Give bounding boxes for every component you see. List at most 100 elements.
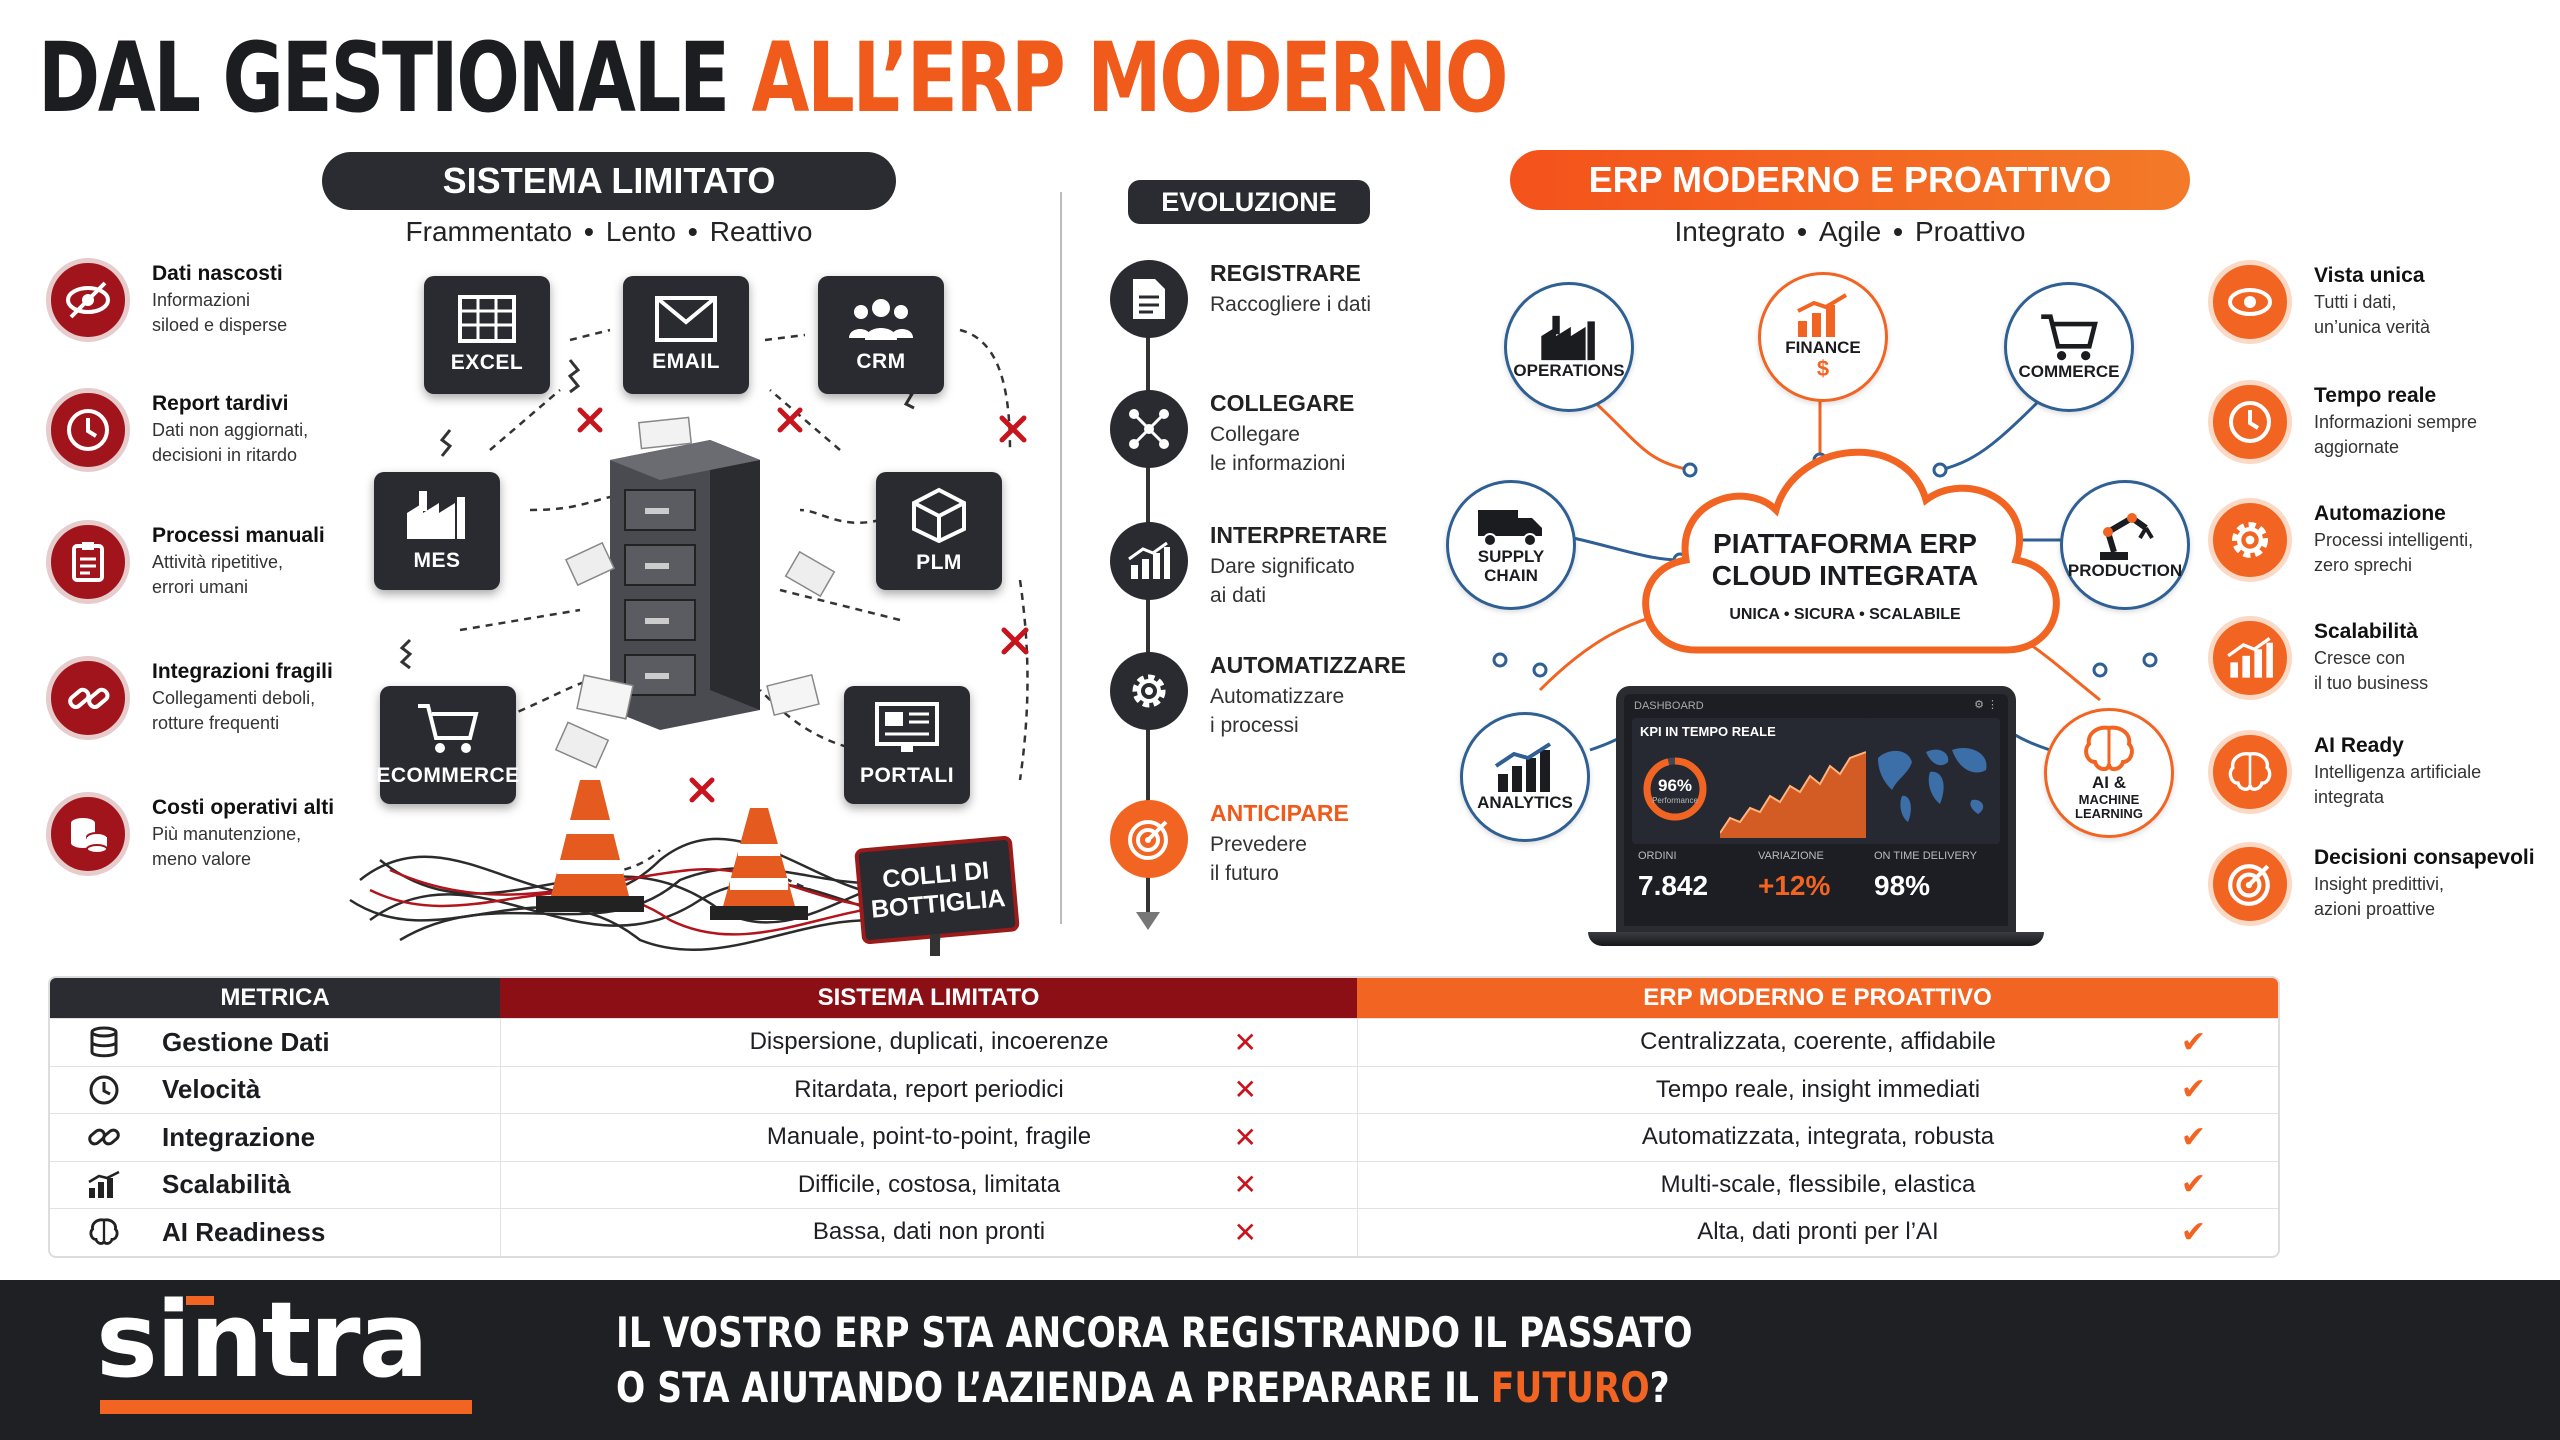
laptop-screen: DASHBOARD ⚙ ⋮ KPI IN TEMPO REALE 96% Per… <box>1616 686 2016 934</box>
table-row: Gestione Dati Dispersione, duplicati, in… <box>50 1018 2278 1066</box>
modern-value: Automatizzata, integrata, robusta <box>1641 1123 1995 1151</box>
node-label: AI & <box>2092 773 2126 793</box>
document-icon <box>1110 260 1188 338</box>
evolution-header-label: EVOLUZIONE <box>1161 186 1337 217</box>
cross-icon: ✕ <box>1233 1121 1257 1153</box>
limited-value: Ritardata, report periodici <box>794 1075 1064 1103</box>
feature-title: Vista unica <box>2314 264 2425 287</box>
right-header: ERP MODERNO E PROATTIVO <box>1510 150 2190 210</box>
factory-icon <box>407 491 465 539</box>
module-plm: PLM <box>876 472 1002 590</box>
evolution-step-title: INTERPRETARE <box>1210 522 1388 548</box>
evolution-step-title: AUTOMATIZZARE <box>1210 652 1406 678</box>
cross-icon: ✕ <box>1233 1026 1257 1058</box>
node-label: ANALYTICS <box>1477 792 1573 812</box>
node-label: SUPPLY CHAIN <box>1477 547 1545 585</box>
factory-icon <box>1541 315 1595 360</box>
check-icon: ✔ <box>2180 1120 2206 1154</box>
module-label: MES <box>413 549 461 572</box>
variazione-value: +12% <box>1758 870 1831 901</box>
metric-name: Scalabilità <box>162 1169 291 1200</box>
world-map-panel <box>1868 718 2000 844</box>
eye-slash-icon <box>46 258 130 342</box>
feature-desc: Processi intelligenti, zero sprechi <box>2314 530 2474 576</box>
node-label: MACHINE LEARNING <box>2075 792 2143 822</box>
table-header: METRICA SISTEMA LIMITATO ERP MODERNO E P… <box>50 978 2278 1018</box>
node-operations: OPERATIONS <box>1504 282 1634 412</box>
limited-value: Dispersione, duplicati, incoerenze <box>749 1028 1109 1056</box>
cta-line2: O STA AIUTANDO L’AZIENDA A PREPARARE IL <box>616 1362 1491 1412</box>
bar-chart-icon <box>74 1170 134 1200</box>
feature-title: Automazione <box>2314 502 2446 525</box>
metric-name: AI Readiness <box>162 1216 326 1247</box>
gauge-icon <box>1643 757 1707 821</box>
table-row: Velocità Ritardata, report periodici✕ Te… <box>50 1065 2278 1113</box>
feature-title: Report tardivi <box>152 392 289 415</box>
header-modern: ERP MODERNO E PROATTIVO <box>1357 978 2278 1018</box>
kpi-panel: KPI IN TEMPO REALE 96% Performance <box>1632 718 1872 844</box>
node-commerce: COMMERCE <box>2004 282 2134 412</box>
cloud-title: CLOUD INTEGRATA <box>1711 560 1979 591</box>
evolution-step-desc: Dare significato ai dati <box>1210 555 1355 608</box>
monitor-icon <box>875 702 939 752</box>
dashboard-label: DASHBOARD <box>1634 700 1704 712</box>
coins-icon <box>46 792 130 876</box>
right-tag: Agile <box>1818 216 1882 247</box>
growth-chart-icon <box>1797 292 1848 337</box>
network-icon <box>1110 390 1188 468</box>
table-row: AI Readiness Bassa, dati non pronti✕ Alt… <box>50 1208 2278 1256</box>
feature-desc: Informazioni siloed e disperse <box>152 290 288 336</box>
footer-cta: IL VOSTRO ERP STA ANCORA REGISTRANDO IL … <box>616 1306 1692 1415</box>
feature-title: Scalabilità <box>2314 620 2418 643</box>
feature-desc: Attività ripetitive, errori umani <box>152 552 284 598</box>
gear-icon <box>1110 652 1188 730</box>
module-label: CRM <box>856 350 906 373</box>
node-ai-ml: AI & MACHINE LEARNING <box>2044 708 2174 838</box>
world-map-icon <box>1878 748 1987 822</box>
modern-value: Tempo reale, insight immediati <box>1655 1075 1981 1103</box>
cross-icon: ✕ <box>1233 1169 1257 1201</box>
module-label: EXCEL <box>450 351 524 374</box>
kpi-stats: ORDINI 7.842 VARIAZIONE +12% <box>1632 850 1872 920</box>
cta-line1: IL VOSTRO ERP STA ANCORA REGISTRANDO IL … <box>616 1308 1693 1357</box>
node-label: PRODUCTION <box>2067 560 2183 580</box>
users-icon <box>849 299 913 340</box>
bar-chart-icon <box>1110 522 1188 600</box>
metric-name: Velocità <box>162 1074 261 1105</box>
broken-link-icon <box>46 656 130 740</box>
feature-title: AI Ready <box>2314 734 2404 757</box>
check-icon: ✔ <box>2180 1025 2206 1059</box>
modern-value: Centralizzata, coerente, affidabile <box>1640 1028 1996 1056</box>
logo-text: sintra <box>96 1279 429 1401</box>
right-tags: Integrato•Agile•Proattivo <box>1674 216 2026 247</box>
otd-value: 98% <box>1874 870 1931 901</box>
feature-desc: Tutti i dati, un’unica verità <box>2314 292 2431 338</box>
node-label: FINANCE <box>1785 337 1861 357</box>
table-row: Scalabilità Difficile, costosa, limitata… <box>50 1160 2278 1208</box>
left-tag: Reattivo <box>709 216 813 247</box>
limited-value: Manuale, point-to-point, fragile <box>766 1123 1092 1151</box>
check-icon: ✔ <box>2180 1073 2206 1107</box>
clock-icon <box>74 1074 134 1106</box>
left-tags: Frammentato•Lento•Reattivo <box>405 216 813 247</box>
robot-arm-icon <box>2100 512 2154 560</box>
laptop-base <box>1588 932 2044 946</box>
cloud-title: PIATTAFORMA ERP <box>1713 528 1977 559</box>
spreadsheet-icon <box>458 295 516 343</box>
filing-cabinet-illustration <box>554 416 836 769</box>
left-header-label: SISTEMA LIMITATO <box>442 160 776 201</box>
table-row: Integrazione Manuale, point-to-point, fr… <box>50 1113 2278 1161</box>
node-finance: FINANCE $ <box>1758 272 1888 402</box>
feature-title: Tempo reale <box>2314 384 2437 407</box>
database-icon <box>74 1026 134 1058</box>
